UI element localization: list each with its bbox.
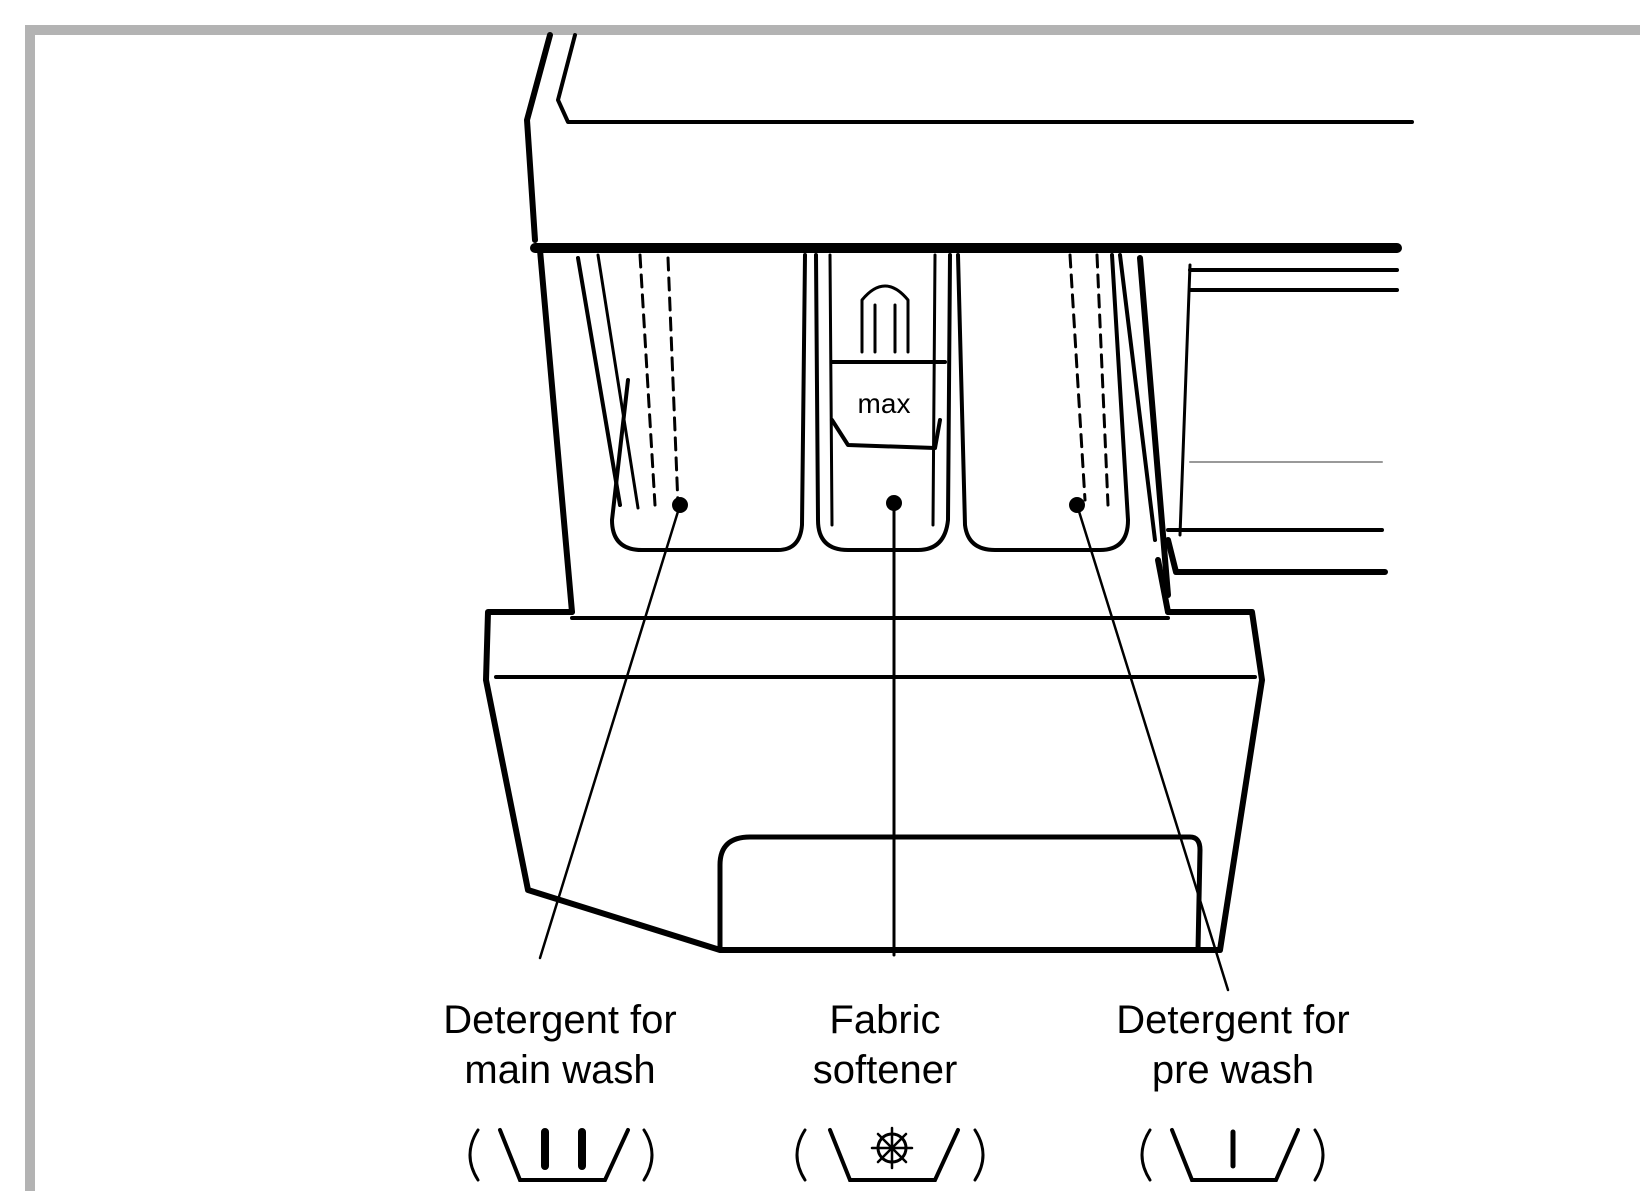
- dot-softener: [886, 495, 902, 511]
- drawer-housing: [524, 32, 1414, 253]
- label-pre-wash: Detergent for pre wash: [1068, 995, 1398, 1095]
- softener-symbol-icon: [795, 1126, 985, 1182]
- pre-wash-symbol-icon: [1140, 1128, 1325, 1182]
- right-rails: [1165, 263, 1399, 575]
- siphon-cap: [860, 284, 910, 354]
- dot-pre-wash: [1069, 497, 1085, 513]
- label-pre-wash-line1: Detergent for: [1116, 998, 1350, 1042]
- dot-main-wash: [672, 497, 688, 513]
- leader-pre-wash: [1075, 503, 1230, 992]
- softener-compartment: [814, 253, 952, 552]
- page-frame: [25, 25, 1640, 1191]
- drawer-front: [483, 557, 1265, 953]
- max-mark: max: [858, 388, 911, 419]
- main-wash-symbol-icon: [468, 1128, 654, 1182]
- label-main-wash-line1: Detergent for: [443, 998, 677, 1042]
- compartment-dividers: [576, 253, 1171, 598]
- label-softener-line1: Fabric: [829, 998, 941, 1042]
- pre-wash-compartment: [956, 253, 1130, 552]
- label-main-wash-line2: main wash: [464, 1048, 656, 1092]
- label-softener-line2: softener: [812, 1048, 958, 1092]
- left-wall: [537, 247, 575, 615]
- leader-main-wash: [538, 503, 682, 960]
- main-wash-compartment: [610, 253, 807, 552]
- leader-lines: [538, 501, 1230, 992]
- label-pre-wash-line2: pre wash: [1151, 1048, 1315, 1092]
- label-softener: Fabric softener: [760, 995, 1010, 1095]
- label-main-wash: Detergent for main wash: [395, 995, 725, 1095]
